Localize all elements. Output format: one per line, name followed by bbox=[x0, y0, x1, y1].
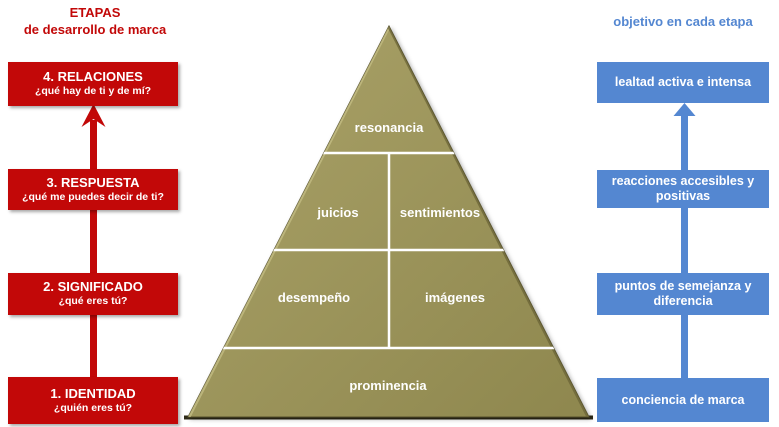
objective-box-conciencia: conciencia de marca bbox=[597, 378, 769, 422]
stage-question: ¿qué hay de ti y de mí? bbox=[34, 85, 152, 98]
stage-title: 1. IDENTIDAD bbox=[50, 385, 136, 401]
objective-box-lealtad: lealtad activa e intensa bbox=[597, 62, 769, 103]
stage-question: ¿quién eres tú? bbox=[53, 401, 133, 414]
pyramid-bevel bbox=[188, 26, 589, 417]
left-heading-line2: de desarrollo de marca bbox=[23, 21, 167, 37]
pyramid-label-juicios: juicios bbox=[316, 205, 358, 220]
right-column-heading: objetivo en cada etapa bbox=[613, 14, 753, 29]
pyramid-label-resonancia: resonancia bbox=[355, 120, 424, 135]
left-column-heading: ETAPAS de desarrollo de marca bbox=[4, 5, 186, 39]
stage-title: 3. RESPUESTA bbox=[46, 174, 140, 190]
stage-box-relaciones: 4. RELACIONES ¿qué hay de ti y de mí? bbox=[8, 62, 178, 106]
pyramid-label-imagenes: imágenes bbox=[425, 290, 485, 305]
stage-box-respuesta: 3. RESPUESTA ¿qué me puedes decir de ti? bbox=[8, 169, 178, 210]
red-up-arrow bbox=[81, 104, 106, 378]
red-arrowhead-icon bbox=[81, 104, 106, 127]
pyramid-label-sentimientos: sentimientos bbox=[400, 205, 480, 220]
stage-question: ¿qué me puedes decir de ti? bbox=[22, 190, 164, 203]
blue-up-arrow bbox=[673, 103, 696, 379]
stage-box-identidad: 1. IDENTIDAD ¿quién eres tú? bbox=[8, 377, 178, 424]
stage-title: 2. SIGNIFICADO bbox=[43, 279, 143, 295]
left-heading-line1: ETAPAS bbox=[69, 5, 121, 20]
stage-box-significado: 2. SIGNIFICADO ¿qué eres tú? bbox=[8, 273, 178, 315]
stage-question: ¿qué eres tú? bbox=[58, 295, 128, 308]
objective-box-puntos: puntos de semejanza y diferencia bbox=[597, 273, 769, 315]
pyramid-label-desempeno: desempeño bbox=[278, 290, 350, 305]
stage-title: 4. RELACIONES bbox=[43, 69, 143, 85]
pyramid-label-prominencia: prominencia bbox=[349, 378, 427, 393]
objective-box-reacciones: reacciones accesibles y positivas bbox=[597, 170, 769, 208]
blue-arrowhead-icon bbox=[673, 103, 696, 116]
